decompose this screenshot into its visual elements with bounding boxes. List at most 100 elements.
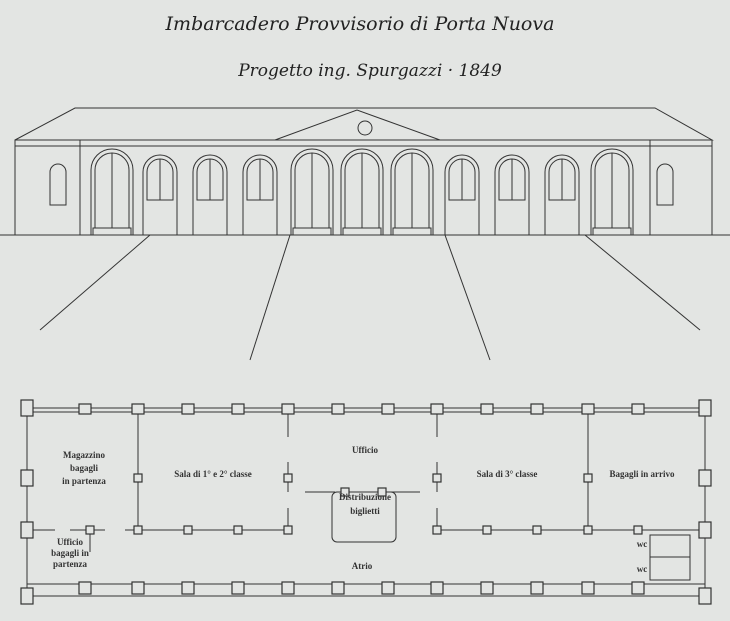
pier [283, 473, 293, 483]
pier [131, 581, 145, 595]
arch-frame [192, 154, 228, 235]
label-biglietti: biglietti [350, 506, 380, 516]
corner-pier [698, 587, 712, 605]
left-wing [14, 139, 81, 236]
corner-pier [698, 521, 712, 539]
pier [430, 581, 444, 595]
pier [480, 403, 494, 415]
drawing-subtitle: Progetto ing. Spurgazzi · 1849 [237, 61, 502, 81]
entrance-steps [292, 227, 332, 236]
svg-text:Magazzino: Magazzino [63, 450, 105, 460]
pier [532, 525, 542, 535]
arch-frame [290, 148, 334, 235]
ticket-booth [331, 491, 397, 543]
pier [233, 525, 243, 535]
entrance-steps [92, 227, 132, 236]
drawing-title: Imbarcadero Provvisorio di Porta Nuova [165, 13, 555, 35]
label-wc: wc [637, 564, 648, 574]
pier [78, 403, 92, 415]
arch-frame [544, 154, 580, 235]
pier [331, 581, 345, 595]
corner-pier [20, 399, 34, 417]
label-sala-3: Sala di 3° classe [477, 469, 538, 479]
arched-window [146, 158, 174, 201]
arched-window [196, 158, 224, 201]
pier [583, 525, 593, 535]
arch-frame [340, 148, 384, 235]
pier [381, 403, 395, 415]
pier [480, 581, 494, 595]
svg-text:bagagli: bagagli [70, 463, 99, 473]
arched-door [294, 152, 330, 229]
label-magazzino: Magazzino bagagli in partenza [62, 450, 106, 486]
right-wing [649, 139, 713, 236]
arched-window [246, 158, 274, 201]
pier [633, 525, 643, 535]
pier [530, 581, 544, 595]
arch-frame [390, 148, 434, 235]
label-sala-1-2: Sala di 1° e 2° classe [174, 469, 251, 479]
perspective-line [249, 234, 291, 361]
arched-window [548, 158, 576, 201]
pier [133, 525, 143, 535]
entrance-steps [342, 227, 382, 236]
pier [281, 403, 295, 415]
arched-window [498, 158, 526, 201]
entrance-steps [392, 227, 432, 236]
arch-frame [142, 154, 178, 235]
arched-door [594, 152, 630, 229]
pediment [274, 109, 441, 141]
floor-plan: Magazzino bagagli in partenza Sala di 1°… [20, 399, 712, 605]
perspective-line [39, 234, 151, 331]
arch-frame [590, 148, 634, 235]
arched-door [94, 152, 130, 229]
pier [381, 581, 395, 595]
pier [530, 403, 544, 415]
svg-text:bagagli in: bagagli in [51, 548, 89, 558]
pier [430, 403, 444, 415]
pier [581, 403, 595, 415]
label-ufficio: Ufficio [352, 445, 378, 455]
label-atrio: Atrio [352, 561, 373, 571]
corner-pier [20, 469, 34, 487]
pier [231, 403, 245, 415]
label-wc: wc [637, 539, 648, 549]
svg-text:Ufficio: Ufficio [57, 537, 83, 547]
arch-frame [242, 154, 278, 235]
pier [131, 403, 145, 415]
pier [78, 581, 92, 595]
corner-pier [698, 399, 712, 417]
corner-pier [698, 469, 712, 487]
pier [231, 581, 245, 595]
label-bagagli-arrivo: Bagagli in arrivo [610, 469, 675, 479]
arched-door [344, 152, 380, 229]
facade-elevation [0, 107, 730, 361]
pier [583, 473, 593, 483]
entrance-steps [592, 227, 632, 236]
pier [482, 525, 492, 535]
arched-door [394, 152, 430, 229]
pier [183, 525, 193, 535]
svg-text:partenza: partenza [53, 559, 87, 569]
corner-pier [20, 587, 34, 605]
arch-frame [494, 154, 530, 235]
arched-window [448, 158, 476, 201]
svg-text:in partenza: in partenza [62, 476, 106, 486]
pediment-oculus [357, 120, 373, 136]
pier [631, 403, 645, 415]
pier [181, 403, 195, 415]
arch-frame [90, 148, 134, 235]
pier [283, 525, 293, 535]
pier [181, 581, 195, 595]
pier [133, 473, 143, 483]
pier [631, 581, 645, 595]
outer-wall [26, 407, 706, 597]
arch-frame [444, 154, 480, 235]
label-distribuzione: Distribuzione [339, 492, 391, 502]
pier [432, 473, 442, 483]
corner-pier [20, 521, 34, 539]
side-window [656, 163, 674, 206]
pier [432, 525, 442, 535]
